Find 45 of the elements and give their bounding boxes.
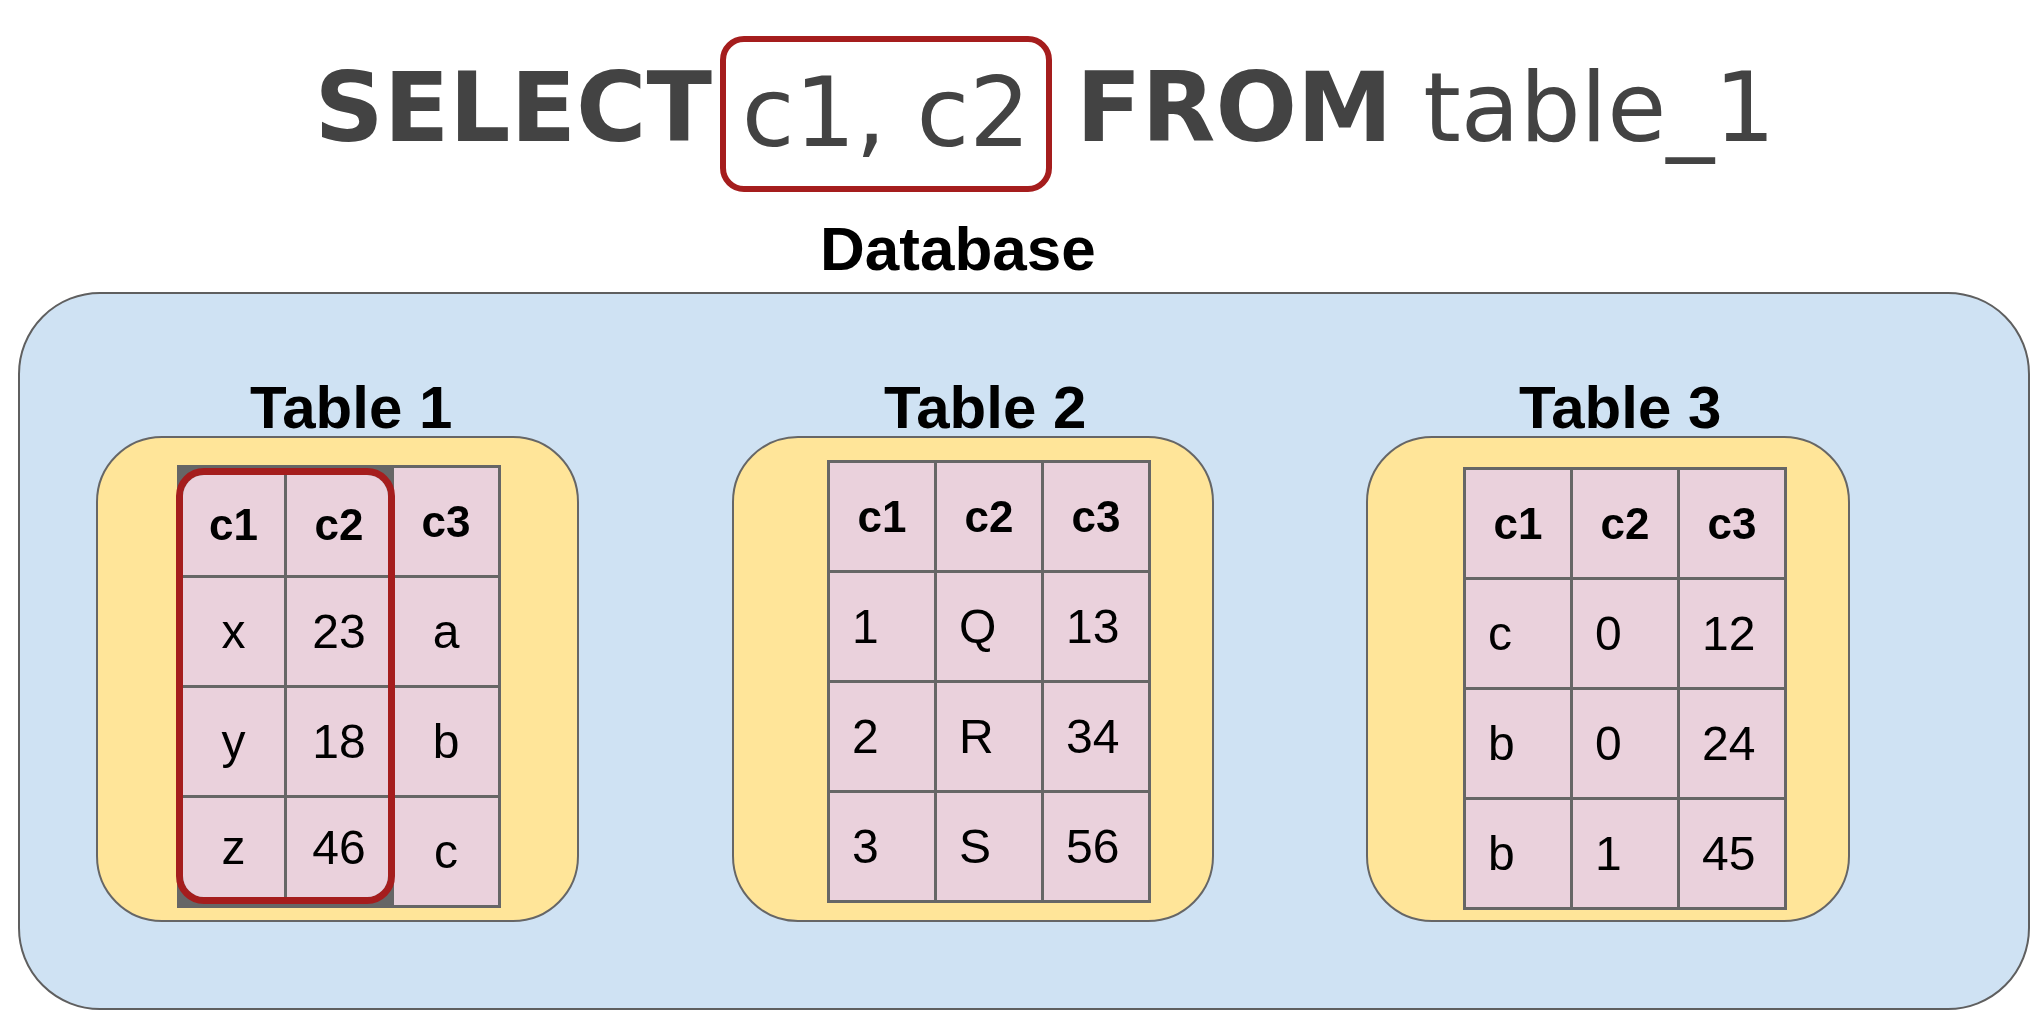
- table-cell: 46: [287, 798, 388, 897]
- table-cell: 12: [1680, 580, 1784, 687]
- table-cell: 13: [1044, 573, 1148, 680]
- table-heading: Table 3: [1519, 378, 1722, 438]
- table-cell: x: [183, 578, 284, 685]
- table-cell: 34: [1044, 683, 1148, 790]
- query-text: c1, c2: [741, 56, 1031, 172]
- table-cell: 0: [1573, 690, 1677, 797]
- table-heading: Table 1: [250, 378, 453, 438]
- table-cell: S: [937, 793, 1041, 900]
- table-cell: 24: [1680, 690, 1784, 797]
- panel-heading: Database: [820, 213, 1096, 285]
- table-cell: 18: [287, 688, 388, 795]
- column-header: c2: [937, 463, 1041, 570]
- column-header: c3: [1044, 463, 1148, 570]
- column-header: c3: [1680, 470, 1784, 577]
- table-cell: 1: [1573, 800, 1677, 907]
- table-cell: z: [183, 798, 284, 897]
- table-cell: 3: [830, 793, 934, 900]
- query-clause: FROM table_1: [1076, 51, 1776, 166]
- table-cell: Q: [937, 573, 1041, 680]
- table-cell: 45: [1680, 800, 1784, 907]
- table-cell: c: [394, 798, 498, 905]
- table-heading: Table 2: [884, 378, 1087, 438]
- column-header: c1: [830, 463, 934, 570]
- table-cell: b: [394, 688, 498, 795]
- table-cell: y: [183, 688, 284, 795]
- table-cell: 56: [1044, 793, 1148, 900]
- table-cell: 2: [830, 683, 934, 790]
- table-cell: 0: [1573, 580, 1677, 687]
- table-cell: b: [1466, 800, 1570, 907]
- column-header: c1: [1466, 470, 1570, 577]
- highlight-frame: [720, 36, 1052, 192]
- column-header: c2: [1573, 470, 1677, 577]
- column-header: c1: [183, 475, 284, 575]
- table-cell: R: [937, 683, 1041, 790]
- query-keyword: SELECT: [314, 51, 712, 166]
- column-header: c3: [394, 468, 498, 575]
- table-cell: c: [1466, 580, 1570, 687]
- table-cell: 23: [287, 578, 388, 685]
- highlight-outline: [176, 468, 395, 904]
- table-cell: 1: [830, 573, 934, 680]
- table-cell: a: [394, 578, 498, 685]
- column-header: c2: [287, 475, 388, 575]
- table-cell: b: [1466, 690, 1570, 797]
